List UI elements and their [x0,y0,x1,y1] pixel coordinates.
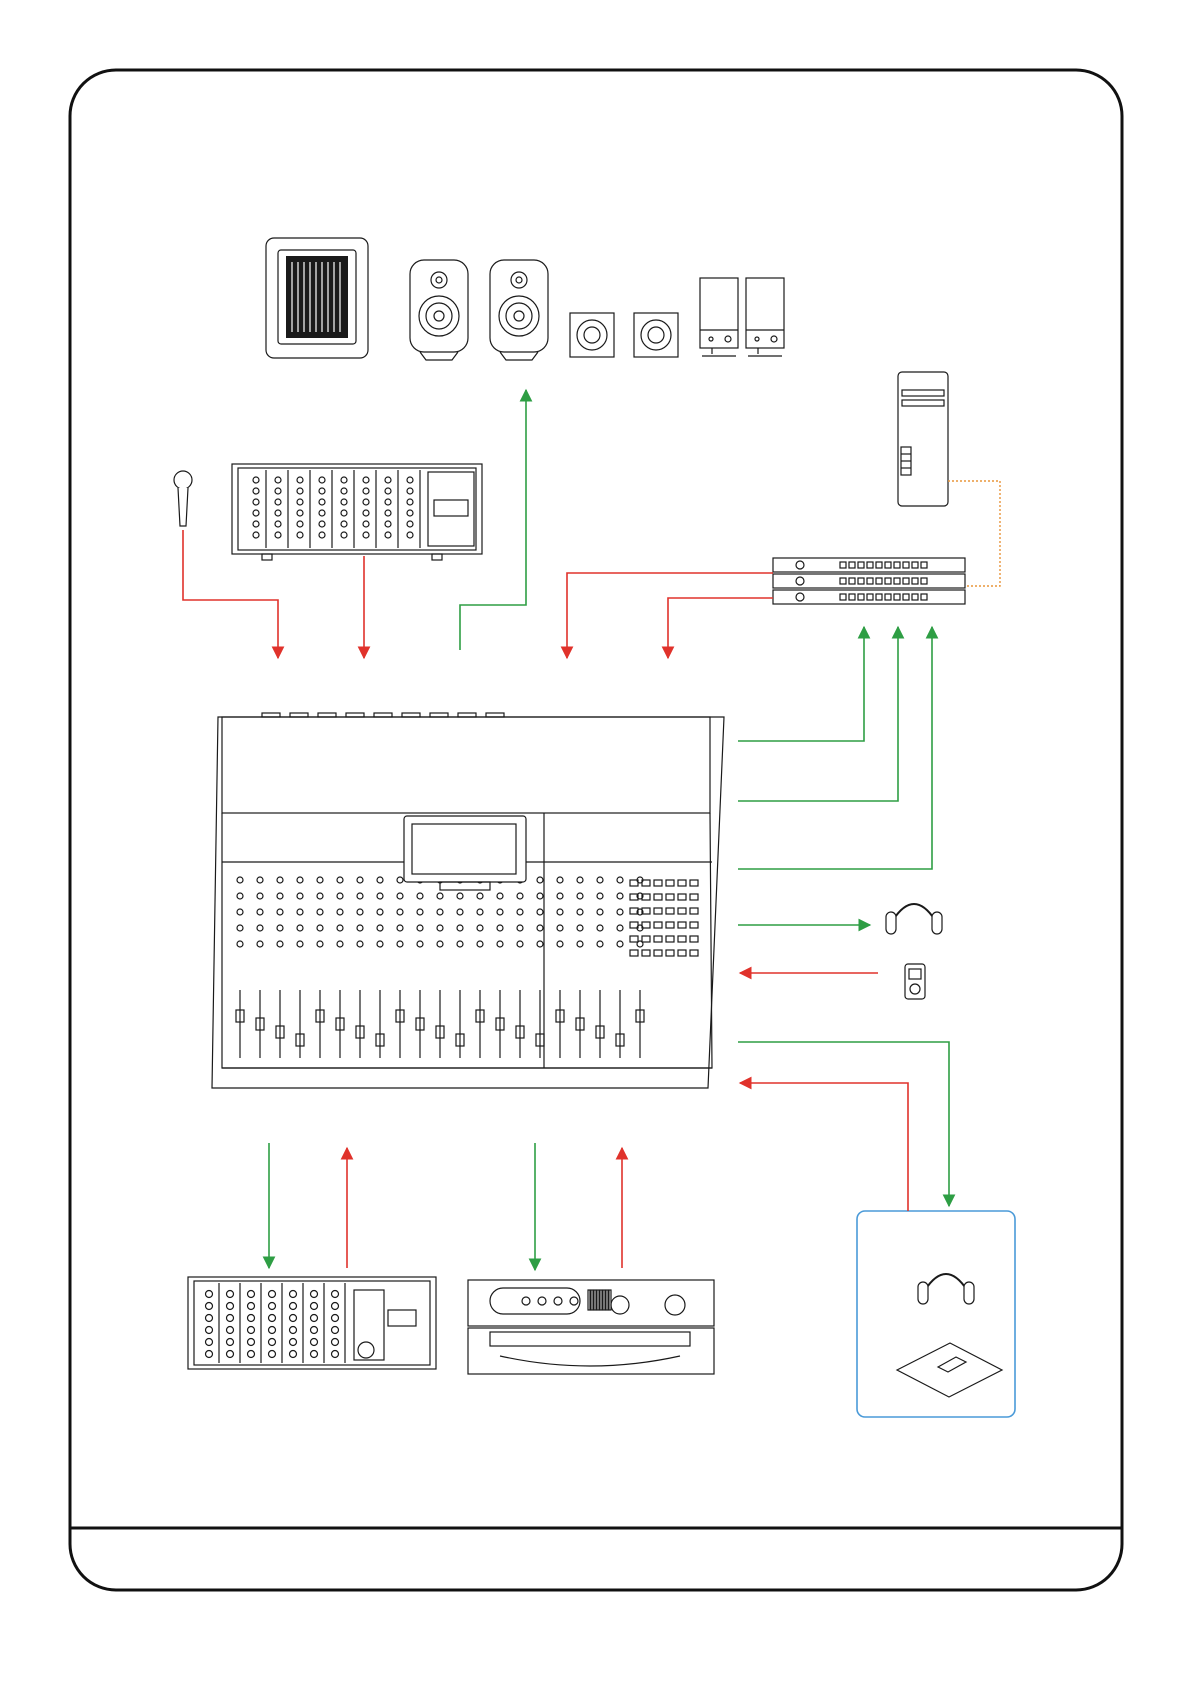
desktop-speaker-right [746,278,784,356]
mixing-console [212,713,724,1088]
desktop-speaker-left [700,278,738,356]
effects-processor [468,1280,714,1374]
cue-distribution-box [857,1211,1015,1417]
microphone [174,471,192,526]
console-display [404,816,526,882]
control-room-headphones [886,904,942,934]
preamp-rack [232,464,482,560]
audio-interface-stack [773,558,965,604]
subwoofer [266,238,368,358]
outboard-rack [188,1277,436,1369]
main-monitor-left [410,260,468,360]
media-player [905,964,925,999]
main-monitor-right [490,260,548,360]
computer-tower [898,372,948,506]
nearfield-monitor-right [634,313,678,357]
nearfield-monitor-left [570,313,614,357]
